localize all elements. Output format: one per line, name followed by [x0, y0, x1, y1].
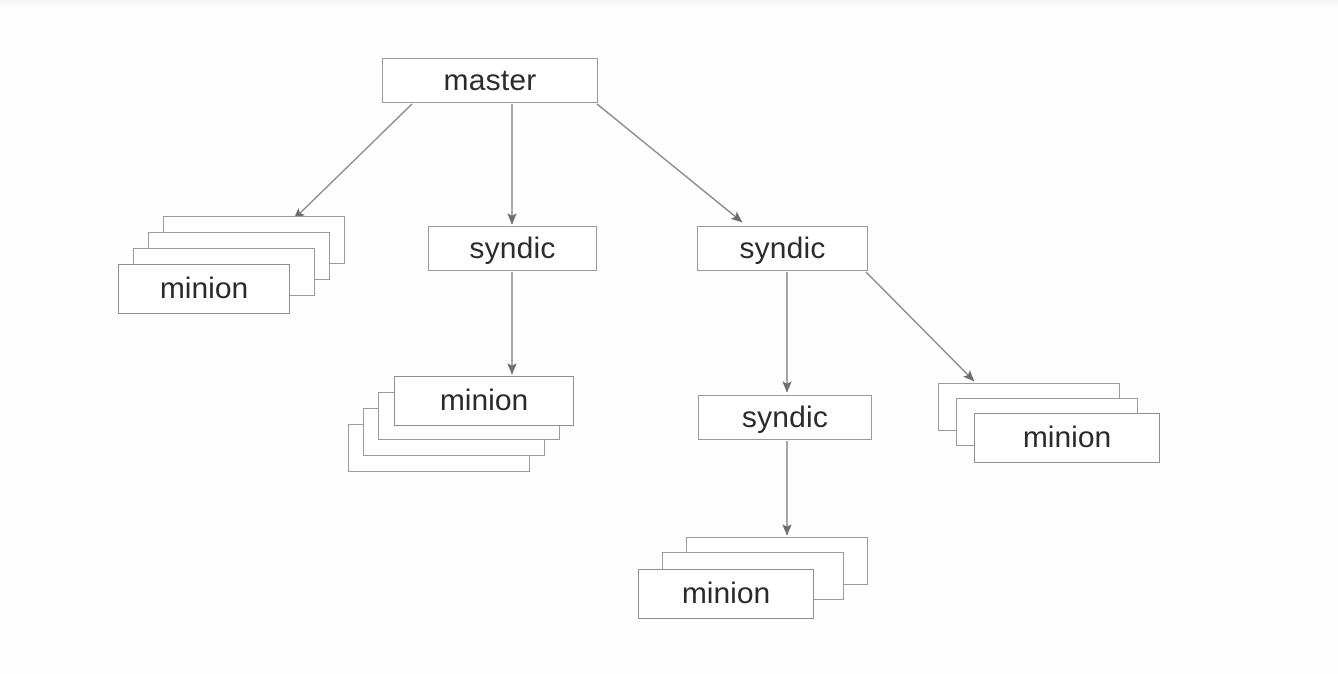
node-syndic-2[interactable]: syndic [697, 226, 868, 271]
stack-front-box[interactable]: minion [974, 413, 1160, 463]
node-minions-d-label: minion [681, 577, 771, 610]
node-minions-a[interactable]: minion [118, 216, 358, 326]
node-minions-a-label: minion [159, 272, 249, 305]
node-minions-d[interactable]: minion [638, 537, 878, 637]
edge-master-to-minions-a [293, 103, 413, 220]
stack-front-box[interactable]: minion [118, 264, 290, 314]
node-minions-b-label: minion [439, 384, 529, 417]
node-syndic-3-label: syndic [741, 400, 829, 434]
node-minions-c[interactable]: minion [938, 383, 1168, 483]
node-syndic-1[interactable]: syndic [428, 226, 597, 271]
node-minions-b[interactable]: minion [348, 376, 598, 496]
edge-syndic-2-to-minions-c [865, 271, 975, 382]
stack-front-box[interactable]: minion [638, 569, 814, 619]
node-master[interactable]: master [382, 58, 598, 103]
node-syndic-1-label: syndic [469, 231, 556, 265]
node-minions-c-label: minion [1022, 421, 1112, 454]
node-master-label: master [443, 63, 537, 97]
stack-front-box[interactable]: minion [394, 376, 574, 426]
node-syndic-2-label: syndic [739, 231, 826, 265]
node-syndic-3[interactable]: syndic [698, 395, 872, 440]
edge-master-to-syndic-2 [596, 103, 743, 223]
